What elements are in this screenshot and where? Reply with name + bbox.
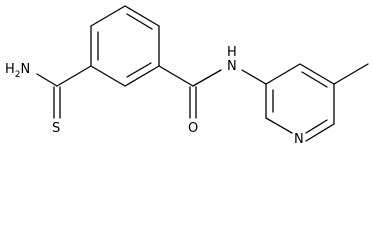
- benzene-ring: [90, 5, 160, 87]
- amide-group: O N H: [158, 45, 267, 136]
- molecule-structure: H2N S O N H N: [5, 5, 369, 147]
- amide-n-label: N: [227, 59, 237, 74]
- thioamide-nh2-label: H2N: [5, 62, 30, 80]
- pyridine-n-label: N: [294, 132, 304, 147]
- amide-o-label: O: [188, 121, 198, 136]
- ring-to-amide-bond: [158, 65, 194, 87]
- pyridine-ring: N: [265, 63, 369, 147]
- benzene-double-bond: [126, 13, 153, 30]
- pyridine-bond: [299, 63, 335, 85]
- benzene-bond: [90, 5, 126, 27]
- pyridine-double-bond: [301, 71, 328, 88]
- thioamide-group: H2N S: [5, 62, 92, 136]
- pyridine-bond: [305, 123, 335, 142]
- ring-to-thioamide-bond: [56, 65, 92, 87]
- pyridine-bond: [265, 117, 293, 134]
- benzene-bond: [90, 65, 126, 87]
- thioamide-s-label: S: [52, 121, 60, 136]
- pyridine-bond: [265, 63, 301, 85]
- benzene-bond: [124, 65, 160, 87]
- nh-to-pyridine-bond: [241, 69, 267, 85]
- methyl-bond: [333, 63, 369, 85]
- amide-h-label: H: [227, 45, 237, 60]
- benzene-bond: [124, 5, 160, 27]
- pyridine-double-bond: [305, 119, 328, 134]
- c-n-bond: [36, 73, 58, 87]
- benzene-double-bond: [126, 62, 152, 78]
- c-nh-bond: [192, 69, 222, 87]
